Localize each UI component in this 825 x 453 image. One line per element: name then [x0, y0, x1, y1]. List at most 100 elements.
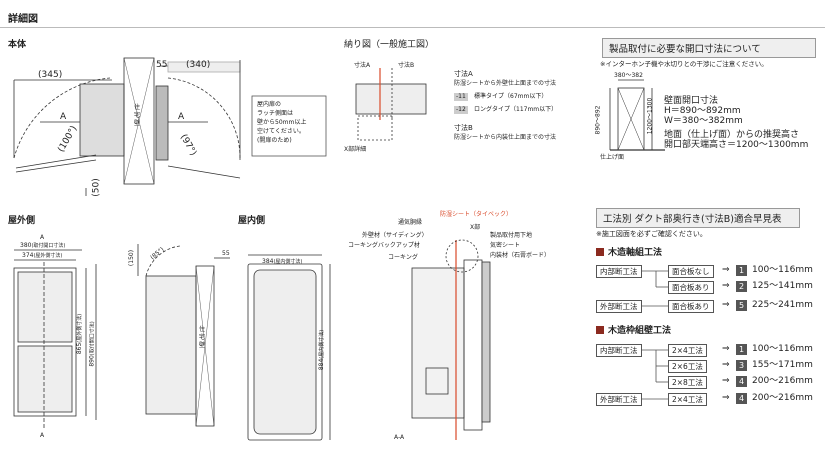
dim-884-sub: (屋内側寸法)	[319, 329, 326, 359]
section-title: 納り図（一般施工図）	[344, 40, 435, 50]
aa-label-interior: 内装材（石膏ボード）	[490, 252, 551, 259]
aa-label-vapor: 防湿シート（タイベック）	[440, 211, 513, 218]
aa-inner-part	[425, 367, 449, 395]
side-wall-label: 住宅壁	[199, 326, 206, 349]
aa-label-mount: 製品取付用下地	[490, 232, 533, 239]
dim-890: 890	[88, 355, 96, 367]
g1-r2-range: 125～141mm	[752, 281, 813, 291]
legend-a-11: 標準タイプ（67mm以下）	[474, 93, 548, 100]
g1-r1-num: 1	[736, 265, 747, 276]
outdoor-title: 屋外側	[8, 216, 36, 226]
indoor-panel	[155, 85, 169, 161]
note-box-frame	[251, 95, 327, 157]
dim-380: 380	[20, 242, 32, 249]
group2-marker	[596, 326, 604, 334]
aa-label-vent: 通気胴縁	[398, 219, 423, 226]
legend-a-title: 寸法A	[454, 70, 473, 78]
opening-dim-inner: 1200～1300	[646, 97, 654, 135]
aa-label-aa: A-A	[394, 434, 405, 441]
g2-r3-cond: 2×8工法	[668, 376, 707, 389]
g1-r3-cond: 面合板あり	[668, 300, 714, 313]
door-leaf-left	[15, 154, 97, 169]
opening-dim-left: 890～892	[594, 105, 602, 135]
g1-r2-num: 2	[736, 281, 747, 292]
g1-r1-range: 100～116mm	[752, 265, 813, 275]
dim-890-sub: (取付開口寸法)	[89, 321, 96, 356]
g2-r2-arrow: ⇒	[722, 360, 730, 370]
dim-380-sub: (取付開口寸法)	[31, 243, 66, 249]
section-label-a: 寸法A	[354, 62, 371, 69]
axis-a-left-label: A	[60, 112, 67, 122]
main-view-title: 本体	[8, 40, 27, 50]
section-body	[355, 83, 427, 115]
group1-marker	[596, 248, 604, 256]
g2-r3-num: 4	[736, 376, 747, 387]
outdoor-door-bottom	[17, 345, 73, 413]
outdoor-a-bottom: A	[40, 432, 45, 439]
outdoor-frame	[13, 267, 77, 417]
dim-865-sub: (屋外側寸法)	[77, 313, 84, 343]
g2-r1-arrow: ⇒	[722, 344, 730, 354]
spec-w: W＝380～382mm	[664, 116, 743, 126]
outdoor-door-top	[17, 271, 73, 343]
legend-b-desc: 防湿シートから内装仕上面までの寸法	[454, 134, 557, 141]
g2-r3-arrow: ⇒	[722, 376, 730, 386]
g2-r4-method: 外部断工法	[596, 393, 642, 406]
g2-r4-num: 4	[736, 393, 747, 404]
legend-a-desc: 防湿シートから外壁仕上面までの寸法	[454, 80, 557, 87]
opening-note: ※インターホン子機や水切りとの干渉にご注意ください。	[600, 60, 768, 68]
opening-floor: 仕上げ面	[600, 154, 625, 161]
x-detail-label: X部詳細	[344, 146, 367, 153]
g1-r3-method: 外部断工法	[596, 300, 642, 313]
g2-r2-range: 155～171mm	[752, 360, 813, 370]
dim-50-label: (50)	[91, 178, 102, 197]
aa-label-siding: 外壁材（サイディング）	[362, 232, 428, 239]
dim-384-sub: (屋内側寸法)	[273, 259, 303, 265]
spec-h: H＝890～892mm	[664, 106, 741, 116]
title-divider	[0, 27, 825, 28]
axis-a-right-label: A	[178, 112, 185, 122]
body-block	[79, 83, 125, 157]
g1-r1-arrow: ⇒	[722, 265, 730, 275]
dim-384: 384	[262, 258, 274, 265]
wall-frame	[123, 57, 155, 185]
g1-r1-method: 内部断工法	[596, 265, 642, 278]
dim-374-sub: (屋外側寸法)	[33, 253, 63, 259]
side-wall	[195, 265, 215, 427]
g2-r3-range: 200～216mm	[752, 376, 813, 386]
aa-label-backup: コーキングバックアップ材	[348, 242, 420, 249]
rec-value: 開口部天端高さ＝1200～1300mm	[664, 140, 809, 150]
legend-a-11-code: -11	[454, 93, 468, 101]
g1-r2-cond: 面合板あり	[668, 281, 714, 294]
indoor-door	[253, 269, 317, 435]
aa-label-caulk: コーキング	[388, 254, 418, 261]
g2-r1-range: 100～116mm	[752, 344, 813, 354]
g2-r1-method: 内部断工法	[596, 344, 642, 357]
section-label-b: 寸法B	[398, 62, 415, 69]
dim-55-label: 55	[156, 60, 168, 70]
g2-r4-cond: 2×4工法	[668, 393, 707, 406]
g2-r2-cond: 2×6工法	[668, 360, 707, 373]
g1-r3-num: 5	[736, 300, 747, 311]
rec-title: 地面（仕上げ面）からの推奨高さ	[664, 130, 800, 140]
g1-r2-arrow: ⇒	[722, 281, 730, 291]
latch-note: 屋内扉の ラッチ側面は 壁から50mm以上 空けてください。 (開扉のため)	[257, 101, 307, 144]
group1-title: 木造軸組工法	[596, 248, 662, 259]
g2-r2-num: 3	[736, 360, 747, 371]
aa-body	[411, 267, 465, 419]
dim-884: 884	[318, 358, 326, 371]
dim-345-label: (345)	[38, 70, 63, 80]
g2-r1-num: 1	[736, 344, 747, 355]
door-leaf-right	[167, 165, 241, 179]
door-leaf-left-b	[15, 159, 97, 173]
aa-label-x: X部	[470, 224, 481, 231]
opening-dim-top: 380～382	[614, 72, 643, 79]
aa-wall	[463, 259, 483, 431]
quick-table-note: ※施工図面を必ずご確認ください。	[596, 230, 707, 238]
dim-340-label: (340)	[186, 60, 211, 70]
spec-title: 壁面開口寸法	[664, 96, 719, 106]
aa-label-sheet: 気密シート	[490, 242, 521, 249]
indoor-title: 屋内側	[238, 216, 266, 226]
dim-865: 865	[76, 342, 84, 355]
